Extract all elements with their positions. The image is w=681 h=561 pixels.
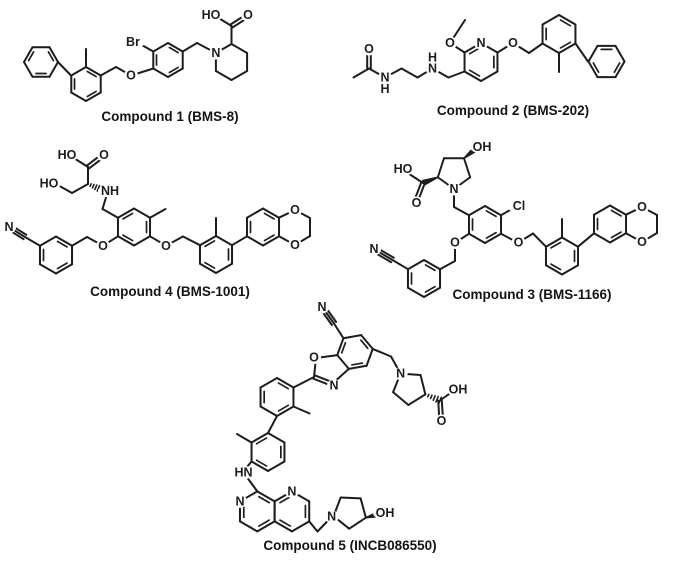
atom-label-mask xyxy=(635,200,649,214)
atom-label: O xyxy=(445,36,455,50)
atom-label-mask xyxy=(391,162,415,176)
atom-label-mask xyxy=(367,242,381,256)
atom-label: N xyxy=(329,379,338,393)
atom-label: N xyxy=(211,46,220,60)
atom-label-mask xyxy=(199,8,223,22)
atom-label: N xyxy=(327,510,336,524)
compound-3-caption: Compound 3 (BMS-1166) xyxy=(452,287,612,302)
atom-label-mask xyxy=(327,379,341,392)
atom-label: O xyxy=(637,235,647,249)
atom-label: OH xyxy=(473,140,492,154)
atom-label-mask xyxy=(507,199,531,213)
atom-label: O xyxy=(290,203,300,217)
atom-label: O xyxy=(99,148,109,162)
atom-label-mask xyxy=(362,42,376,56)
atom-label: HO xyxy=(394,162,413,176)
atom-label: N xyxy=(449,182,458,196)
atom-label: O xyxy=(450,236,460,250)
atom-label: O xyxy=(309,351,319,365)
atom-label-mask xyxy=(378,71,392,84)
atom-label-mask xyxy=(96,239,110,253)
atom-label: H xyxy=(380,82,389,96)
atom-label-mask xyxy=(233,494,247,508)
atom-label-mask xyxy=(241,8,255,22)
atom-label: HN xyxy=(234,466,252,480)
atom-label-mask xyxy=(409,196,424,210)
atom-label: N xyxy=(476,36,485,50)
atom-label-mask xyxy=(474,36,488,50)
compound-4-caption: Compound 4 (BMS-1001) xyxy=(90,284,250,299)
compound-2-caption: Compound 2 (BMS-202) xyxy=(436,103,590,118)
atom-label: O xyxy=(637,200,647,214)
atom-label-mask xyxy=(37,177,61,190)
atom-label-mask xyxy=(373,506,397,520)
atom-label: N xyxy=(428,62,437,76)
atom-label: O xyxy=(290,238,300,252)
atom-label-mask xyxy=(393,367,408,381)
atom-label-mask xyxy=(324,510,339,524)
atom-label: Cl xyxy=(513,199,526,213)
atom-label: N xyxy=(287,484,296,498)
atom-label-mask xyxy=(55,148,79,162)
atom-label-mask xyxy=(470,140,494,154)
atom-label: H xyxy=(428,51,437,65)
atom-label-mask xyxy=(159,239,173,253)
atom-label: O xyxy=(364,42,374,56)
wedge-bond xyxy=(421,176,439,186)
atom-label-mask xyxy=(446,383,470,396)
compound-4-structure: HO O HO NH N O O O O xyxy=(2,148,311,275)
atom-label-mask xyxy=(443,36,457,50)
atom-label-mask xyxy=(2,220,16,234)
atom-label-mask xyxy=(447,182,461,196)
atom-label: HO xyxy=(58,148,77,162)
atom-label: N xyxy=(369,242,378,256)
atom-label-mask xyxy=(121,35,145,49)
atom-label: O xyxy=(243,8,253,22)
atom-label-mask xyxy=(97,148,111,162)
atom-label: O xyxy=(126,69,136,83)
atom-label: OH xyxy=(376,506,395,520)
atom-label-mask xyxy=(506,36,520,50)
atom-label: O xyxy=(98,239,108,253)
compound-5-caption: Compound 5 (INCB086550) xyxy=(263,538,437,553)
atom-label: O xyxy=(161,239,171,253)
atom-label: Br xyxy=(126,35,140,49)
atom-label: OH xyxy=(449,383,468,397)
atom-label-mask xyxy=(635,235,649,249)
atom-label-mask xyxy=(231,466,256,479)
atom-label-mask xyxy=(288,203,302,217)
atom-label: N xyxy=(235,494,244,508)
atom-label: O xyxy=(514,236,524,250)
atom-label-mask xyxy=(288,238,302,252)
atom-label: HO xyxy=(202,8,221,22)
atom-label-mask xyxy=(208,46,223,60)
atom-label-mask xyxy=(315,300,329,314)
atom-label: O xyxy=(437,414,447,428)
atom-label: NH xyxy=(101,184,119,198)
compound-1-structure: O BrN HO O xyxy=(23,8,255,102)
atom-label-mask xyxy=(307,351,321,364)
atom-label-mask xyxy=(511,236,526,249)
atom-label-mask xyxy=(425,51,440,64)
atom-label: N xyxy=(317,300,326,314)
atom-label: O xyxy=(412,196,422,210)
atom-label: O xyxy=(508,36,518,50)
atom-label: N xyxy=(380,71,389,85)
atom-label-mask xyxy=(284,484,299,498)
atom-label-mask xyxy=(448,236,462,249)
atom-label-mask xyxy=(434,414,449,428)
atom-label: HO xyxy=(40,177,59,191)
atom-label-mask xyxy=(124,69,138,82)
atom-label-mask xyxy=(425,62,440,75)
atom-label: N xyxy=(396,367,405,381)
atom-label-mask xyxy=(98,184,122,198)
atom-label-mask xyxy=(378,82,392,96)
atom-label: N xyxy=(4,220,13,234)
compound-1-caption: Compound 1 (BMS-8) xyxy=(101,109,239,124)
